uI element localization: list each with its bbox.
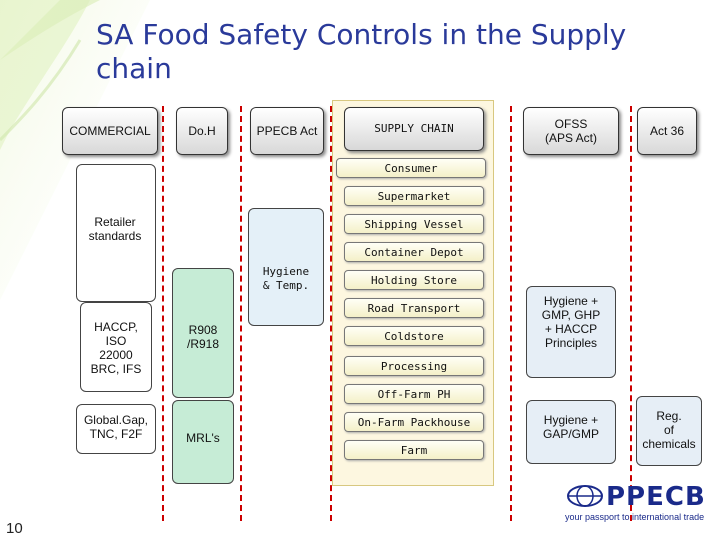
commercial-box-retailer — [76, 164, 156, 302]
header-supply-chain: SUPPLY CHAIN — [344, 107, 484, 151]
stage-consumer: Consumer — [336, 158, 486, 178]
page-title: SA Food Safety Controls in the Supply ch… — [96, 18, 627, 85]
stage-farm: Farm — [344, 440, 484, 460]
header-commercial: COMMERCIAL — [62, 107, 158, 155]
ppecb-tagline: your passport to international trade — [565, 512, 705, 522]
ppecb-logo-icon — [567, 485, 603, 507]
header-ofss: OFSS (APS Act) — [523, 107, 619, 155]
commercial-box-globalgap — [76, 404, 156, 454]
globalgap-label: Global.Gap, TNC, F2F — [83, 413, 149, 441]
divider-line — [630, 106, 632, 521]
divider-line — [330, 106, 332, 521]
mrls-label: MRL's — [186, 431, 220, 445]
divider-line — [162, 106, 164, 521]
hygiene-gmp-label: Hygiene + GMP, GHP + HACCP Principles — [541, 294, 601, 350]
reg-chemicals-label: Reg. of chemicals — [642, 409, 696, 451]
stage-shipping-vessel: Shipping Vessel — [344, 214, 484, 234]
divider-line — [240, 106, 242, 521]
page-number: 10 — [6, 520, 23, 537]
ofss-box-lower — [526, 400, 616, 464]
haccp-iso-label: HACCP, ISO 22000 BRC, IFS — [90, 320, 142, 376]
stage-supermarket: Supermarket — [344, 186, 484, 206]
header-ppecb-act: PPECB Act — [250, 107, 324, 155]
r908-label: R908 /R918 — [186, 323, 220, 351]
stage-off-farm-ph: Off-Farm PH — [344, 384, 484, 404]
header-doh: Do.H — [176, 107, 228, 155]
ppecb-logo-text: PPECB — [606, 482, 706, 512]
header-act36: Act 36 — [637, 107, 697, 155]
stage-processing: Processing — [344, 356, 484, 376]
retailer-standards-label: Retailer standards — [88, 215, 142, 243]
hygiene-temp-label: Hygiene & Temp. — [262, 265, 310, 292]
ppecb-box — [248, 208, 324, 326]
stage-holding-store: Holding Store — [344, 270, 484, 290]
stage-on-farm-packhouse: On-Farm Packhouse — [344, 412, 484, 432]
stage-road-transport: Road Transport — [344, 298, 484, 318]
doh-box-upper — [172, 268, 234, 398]
commercial-box-haccp — [80, 302, 152, 392]
stage-container-depot: Container Depot — [344, 242, 484, 262]
hygiene-gap-label: Hygiene + GAP/GMP — [542, 413, 599, 441]
ofss-box-upper — [526, 286, 616, 378]
act36-box — [636, 396, 702, 466]
stage-coldstore: Coldstore — [344, 326, 484, 346]
doh-box-lower — [172, 400, 234, 484]
divider-line — [510, 106, 512, 521]
